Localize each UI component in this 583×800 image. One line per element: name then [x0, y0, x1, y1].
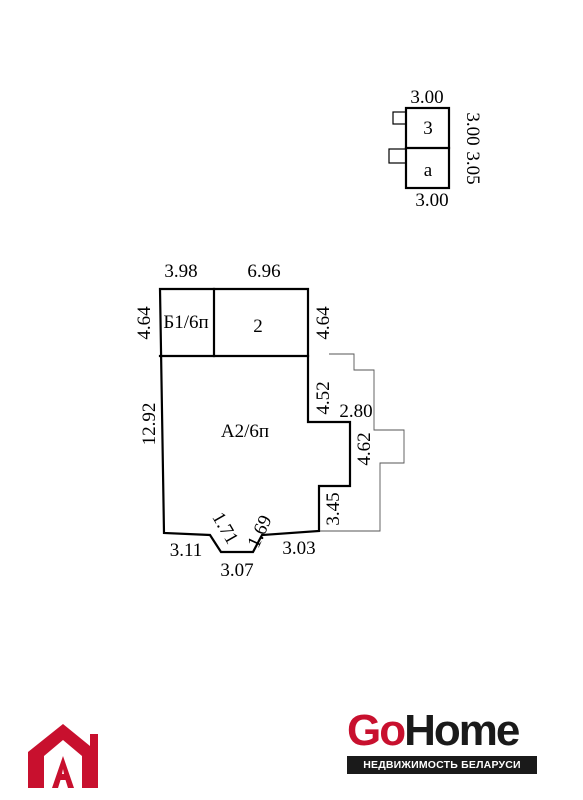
outbuilding-dim-right-upper: 3.00 — [462, 112, 483, 145]
outbuilding-dim-top: 3.00 — [410, 87, 443, 108]
dim-bay-right: 1.69 — [243, 512, 276, 551]
terrace-outline — [319, 353, 405, 532]
main-house-plan: Б1/6п 2 А2/6п 3.98 6.96 4.64 12.92 4.64 … — [134, 261, 405, 581]
outbuilding-step-lower — [388, 148, 407, 164]
room-3-label: 3 — [423, 118, 433, 139]
dim-bay-bottom: 3.07 — [220, 560, 253, 581]
dim-right-step2: 4.62 — [354, 432, 375, 465]
outbuilding-step-upper — [392, 111, 407, 125]
dim-step-width: 2.80 — [339, 401, 372, 422]
house-outer-wall — [158, 287, 352, 554]
gohome-wordmark: GoHome — [347, 706, 520, 756]
dim-bay-left: 1.71 — [207, 509, 242, 548]
dim-right-step1: 4.52 — [313, 381, 334, 414]
dim-top-left: 3.98 — [164, 261, 197, 282]
dim-left-upper: 4.64 — [134, 306, 155, 340]
room-a-label: a — [424, 160, 433, 181]
brand-tagline: НЕДВИЖИМОСТЬ БЕЛАРУСИ — [347, 756, 537, 774]
dim-right-upper: 4.64 — [313, 306, 334, 340]
dim-left-main: 12.92 — [139, 403, 160, 446]
room-b1-label: Б1/6п — [163, 312, 208, 333]
brand-go: Go — [347, 706, 406, 755]
gohome-logo: GoHome НЕДВИЖИМОСТЬ БЕЛАРУСИ — [347, 706, 539, 774]
dim-bottom-right: 3.03 — [282, 538, 315, 559]
room-2-label: 2 — [253, 316, 263, 337]
outbuilding-dim-right-lower: 3.05 — [462, 151, 483, 184]
dim-bottom-left: 3.11 — [170, 540, 203, 561]
house-a-logo-icon — [28, 724, 98, 788]
outbuilding-dim-bottom: 3.00 — [415, 190, 448, 211]
brand-home: Home — [404, 706, 520, 755]
dim-right-step3: 3.45 — [323, 492, 344, 525]
dim-top-right: 6.96 — [247, 261, 280, 282]
room-a2-label: А2/6п — [221, 421, 269, 442]
small-outbuilding-plan: 3.00 3.00 3.00 3.05 3 a — [388, 87, 483, 211]
